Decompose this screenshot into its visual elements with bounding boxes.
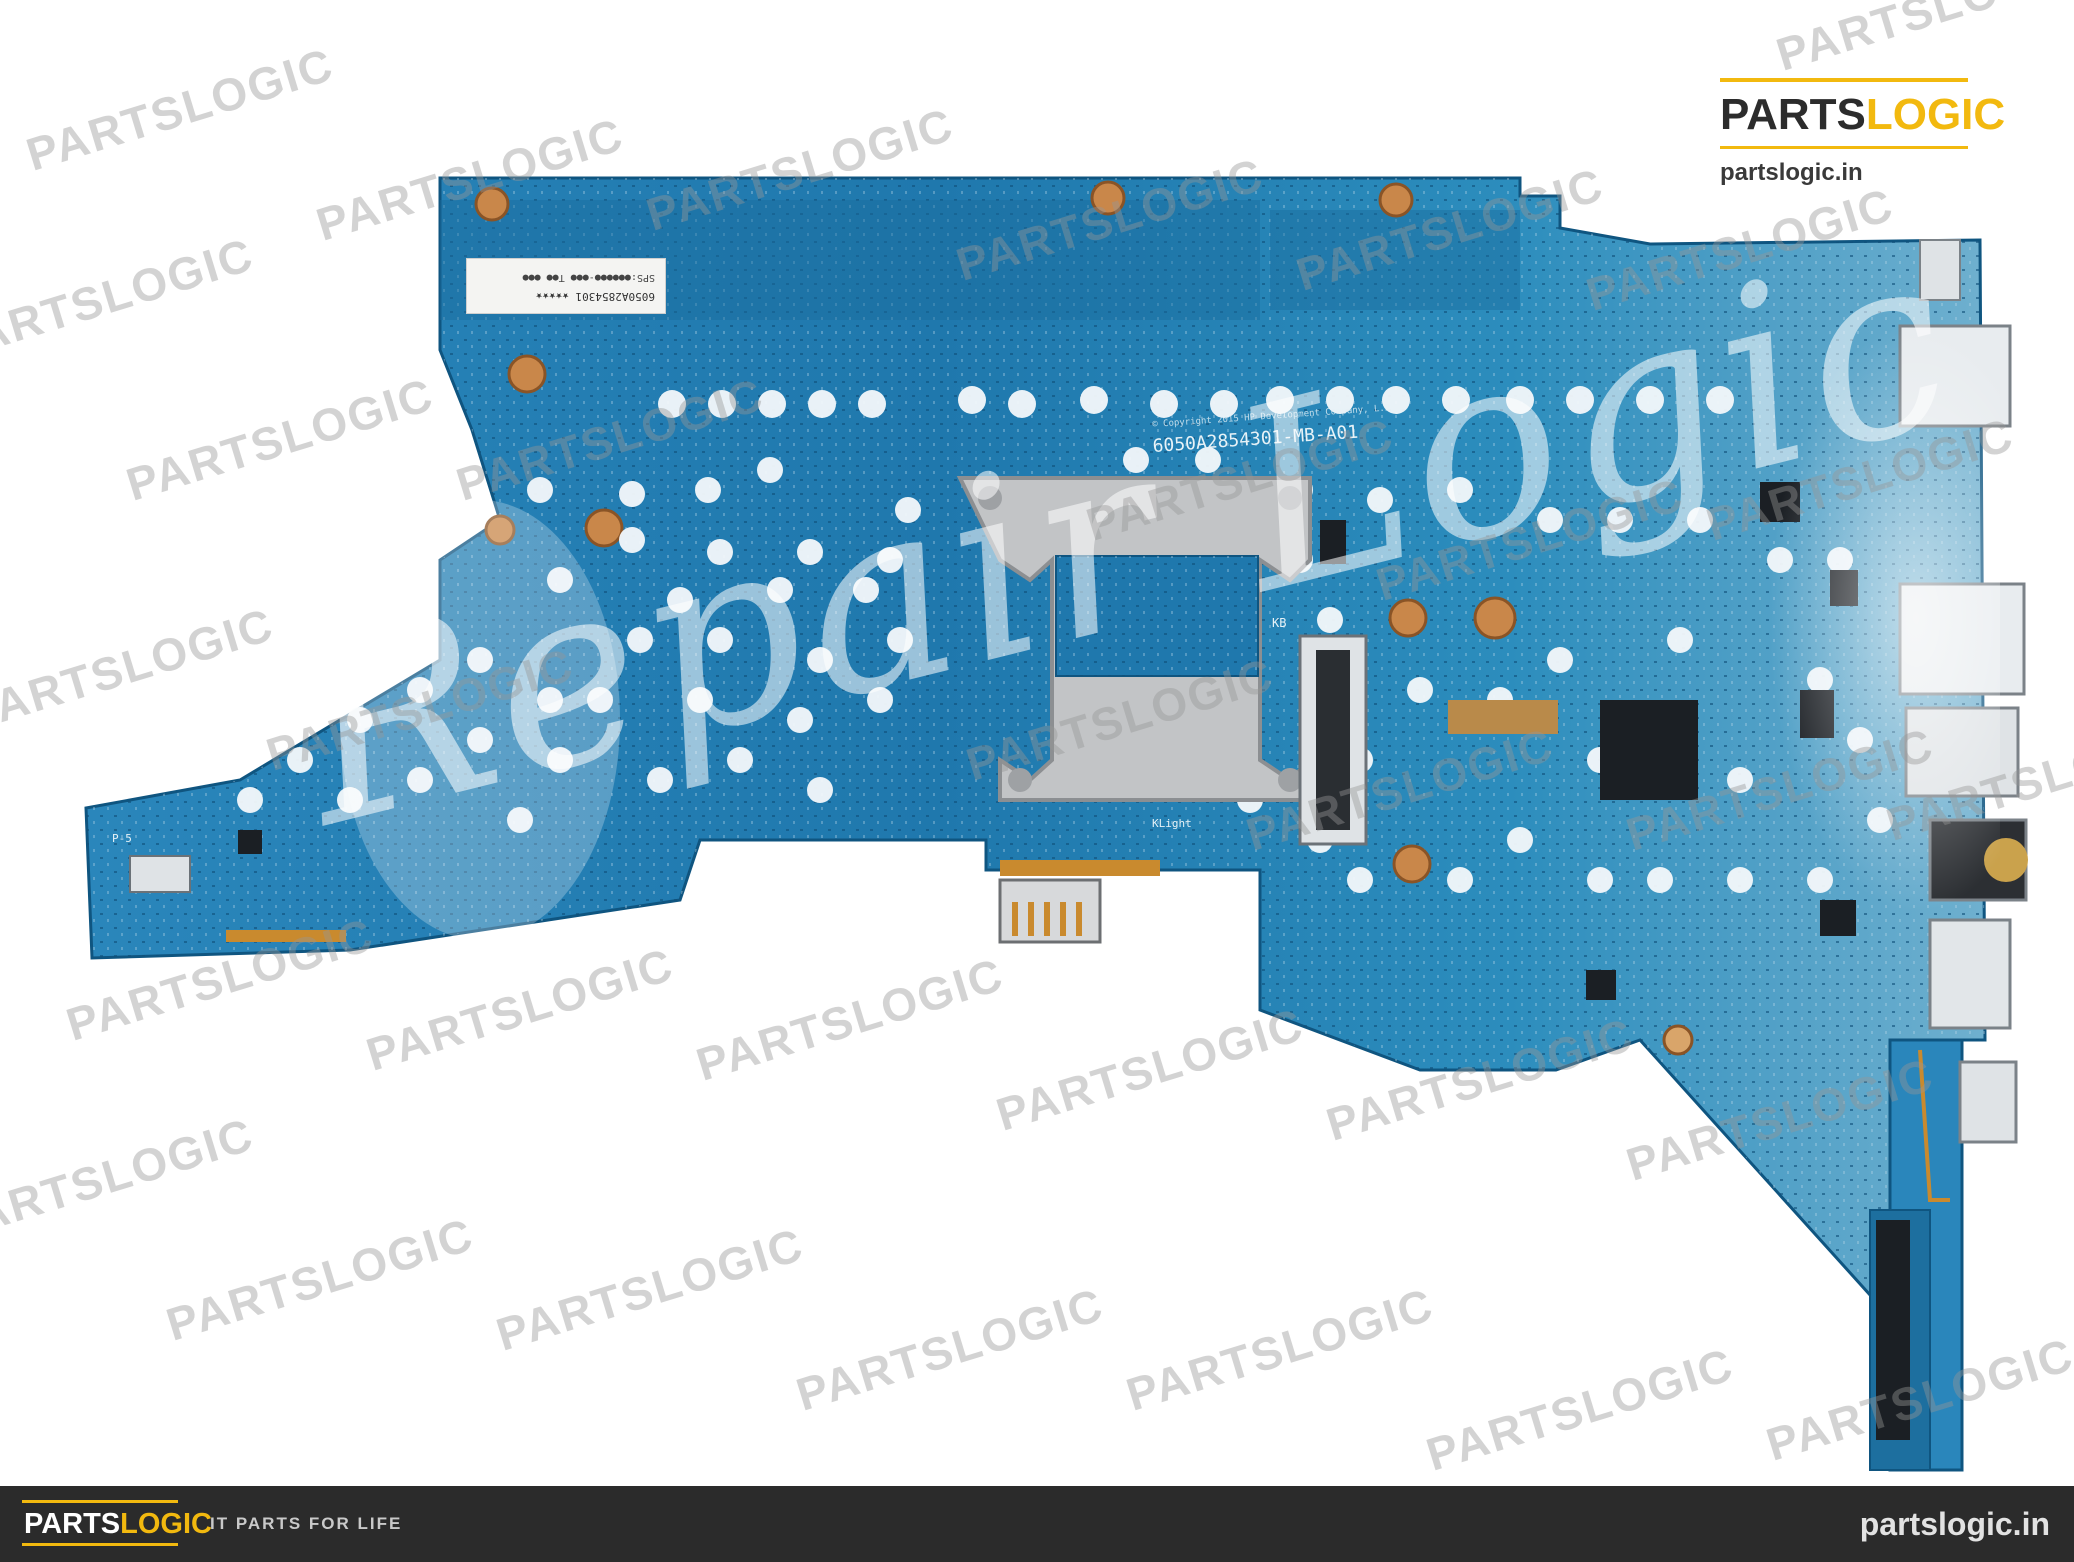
brand-logo: PARTSLOGIC partslogic.in: [1720, 78, 2005, 187]
brand-name-part2: LOGIC: [1865, 90, 2006, 139]
sticker-line-1: 6050A2854301 ★★★★★: [535, 290, 655, 303]
footer-tagline: IT PARTS FOR LIFE: [210, 1514, 403, 1533]
footer-bar: PARTSLOGIC IT PARTS FOR LIFE partslogic.…: [0, 1486, 2074, 1562]
footer-website: partslogic.in: [1859, 1506, 2050, 1542]
pcb-p5-label: P-5: [112, 832, 132, 845]
sticker-line-2: SPS:●●●●●●-●●● T●● ●●●: [522, 272, 655, 283]
pcb-kb-label: KB: [1272, 616, 1287, 630]
footer-logo: PARTSLOGIC: [22, 1500, 212, 1546]
footer-brand-part1: PARTS: [24, 1508, 121, 1540]
pcb-klight-label: KLight: [1152, 817, 1192, 830]
brand-name-part1: PARTS: [1720, 90, 1866, 139]
product-photo: 6050A2854301 ★★★★★ SPS:●●●●●●-●●● T●● ●●…: [0, 0, 2074, 1481]
serial-sticker: 6050A2854301 ★★★★★ SPS:●●●●●●-●●● T●● ●●…: [466, 258, 666, 314]
brand-website: partslogic.in: [1720, 159, 1863, 186]
footer-brand-part2: LOGIC: [120, 1508, 212, 1540]
